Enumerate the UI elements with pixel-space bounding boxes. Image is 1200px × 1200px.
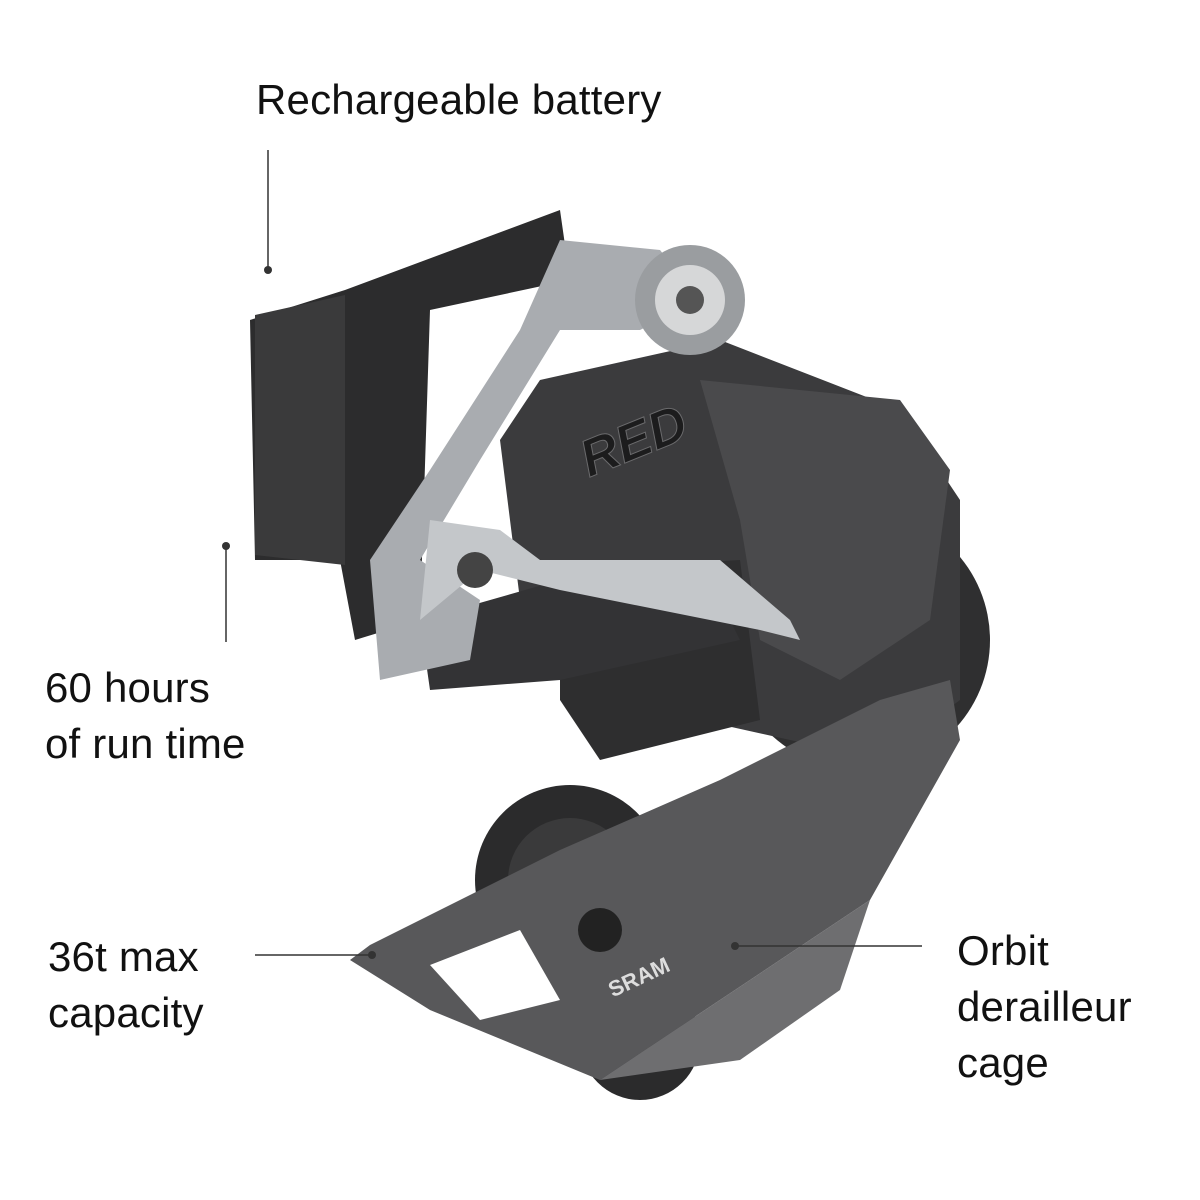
callout-battery: Rechargeable battery (256, 72, 662, 128)
callout-text: 60 hours (45, 664, 211, 711)
callout-cage: Orbit derailleur cage (957, 923, 1132, 1091)
callout-text: of run time (45, 720, 246, 767)
battery-leader-dot (264, 266, 272, 274)
battery (250, 210, 570, 640)
orbit-cage: SRAM (350, 680, 960, 1080)
runtime-leader-dot (222, 542, 230, 550)
b-knuckle-arm (370, 240, 800, 680)
callout-text: 36t max (48, 933, 199, 980)
callout-capacity: 36t max capacity (48, 929, 204, 1041)
callout-text: cage (957, 1039, 1049, 1086)
callout-text: Orbit (957, 927, 1050, 974)
cage-leader-dot (731, 942, 739, 950)
callout-text: capacity (48, 989, 204, 1036)
callout-text: Rechargeable battery (256, 76, 662, 123)
callout-runtime: 60 hours of run time (45, 660, 246, 772)
capacity-leader-dot (368, 951, 376, 959)
callout-text: derailleur (957, 983, 1132, 1030)
